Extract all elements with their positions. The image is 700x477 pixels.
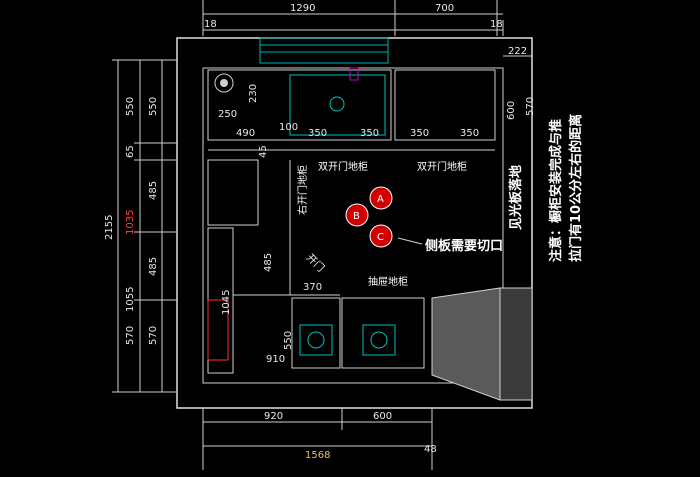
pipe-circle — [214, 73, 234, 93]
red-fridge-mark — [207, 299, 229, 361]
dim-1568: 1568 — [305, 450, 330, 461]
top-dimension-lines — [202, 0, 532, 57]
pipe-core — [220, 79, 228, 87]
label-b: B — [353, 211, 360, 222]
dim-222: 222 — [508, 46, 527, 57]
label-side-panel: 侧板需要切口 — [425, 238, 503, 254]
bottom-dimension-lines — [202, 408, 433, 470]
dim-350-c: 350 — [410, 128, 429, 139]
bottom-cabinet-left — [291, 297, 341, 369]
note-line-2: 拉门有10公分左右的距离 — [568, 114, 584, 262]
sink-outline — [289, 74, 386, 136]
dim-570-right: 570 — [525, 97, 536, 116]
faucet — [349, 67, 359, 81]
dim-1035-red: 1035 — [125, 210, 136, 235]
dim-1045: 1045 — [221, 290, 232, 315]
top-right-cabinet — [394, 69, 496, 141]
label-double-door-1: 双开门地柜 — [318, 160, 368, 173]
circle-a — [369, 186, 393, 210]
stove-left — [299, 324, 333, 356]
dim-45: 45 — [258, 145, 269, 158]
dim-485-cabinet: 485 — [263, 253, 274, 272]
circle-b — [345, 203, 369, 227]
dim-48: 48 — [424, 444, 437, 455]
left-cabinet-upper — [207, 159, 259, 226]
left-dimension-lines — [112, 59, 177, 393]
dim-2155: 2155 — [104, 215, 115, 240]
dim-350-d: 350 — [460, 128, 479, 139]
note-line-1: 注意：橱柜安装完成与推 — [548, 119, 564, 262]
sink-drain — [329, 96, 345, 112]
dim-1290: 1290 — [290, 3, 315, 14]
dim-485-inner: 485 — [148, 257, 159, 276]
dim-100: 100 — [279, 122, 298, 133]
label-drawer: 抽屉地柜 — [368, 275, 408, 288]
dim-600: 600 — [373, 411, 392, 422]
dim-490: 490 — [236, 128, 255, 139]
dim-350-b: 350 — [360, 128, 379, 139]
dim-485-left: 485 — [148, 181, 159, 200]
dim-700: 700 — [435, 3, 454, 14]
dim-570-inner: 570 — [148, 326, 159, 345]
dim-570-left: 570 — [125, 326, 136, 345]
circle-c — [369, 224, 393, 248]
label-a: A — [377, 194, 384, 205]
burner-left — [307, 331, 325, 349]
dim-250: 250 — [218, 109, 237, 120]
dim-550-bottom: 550 — [283, 331, 294, 350]
dim-18-left: 18 — [204, 19, 217, 30]
bottom-cabinet-right — [341, 297, 425, 369]
dim-910-inner: 910 — [266, 354, 285, 365]
dim-1055: 1055 — [125, 287, 136, 312]
dim-550-left: 550 — [125, 97, 136, 116]
dim-18-right: 18 — [490, 19, 503, 30]
label-tile: 见光板落地 — [508, 165, 524, 230]
corner-block — [499, 287, 533, 401]
dim-370: 370 — [303, 282, 322, 293]
burner-right — [370, 331, 388, 349]
dim-350-a: 350 — [308, 128, 327, 139]
label-left-door: 开门 — [304, 251, 327, 274]
dim-600-right: 600 — [506, 101, 517, 120]
label-double-door-2: 双开门地柜 — [417, 160, 467, 173]
dim-230: 230 — [248, 84, 259, 103]
dim-920: 920 — [264, 411, 283, 422]
window-frame — [259, 37, 389, 64]
dim-550-inner: 550 — [148, 97, 159, 116]
dim-65: 65 — [125, 145, 136, 158]
stove-right — [362, 324, 396, 356]
sink-cabinet — [207, 69, 392, 141]
label-right-door: 右开门地柜 — [296, 165, 309, 215]
label-c: C — [377, 232, 384, 243]
